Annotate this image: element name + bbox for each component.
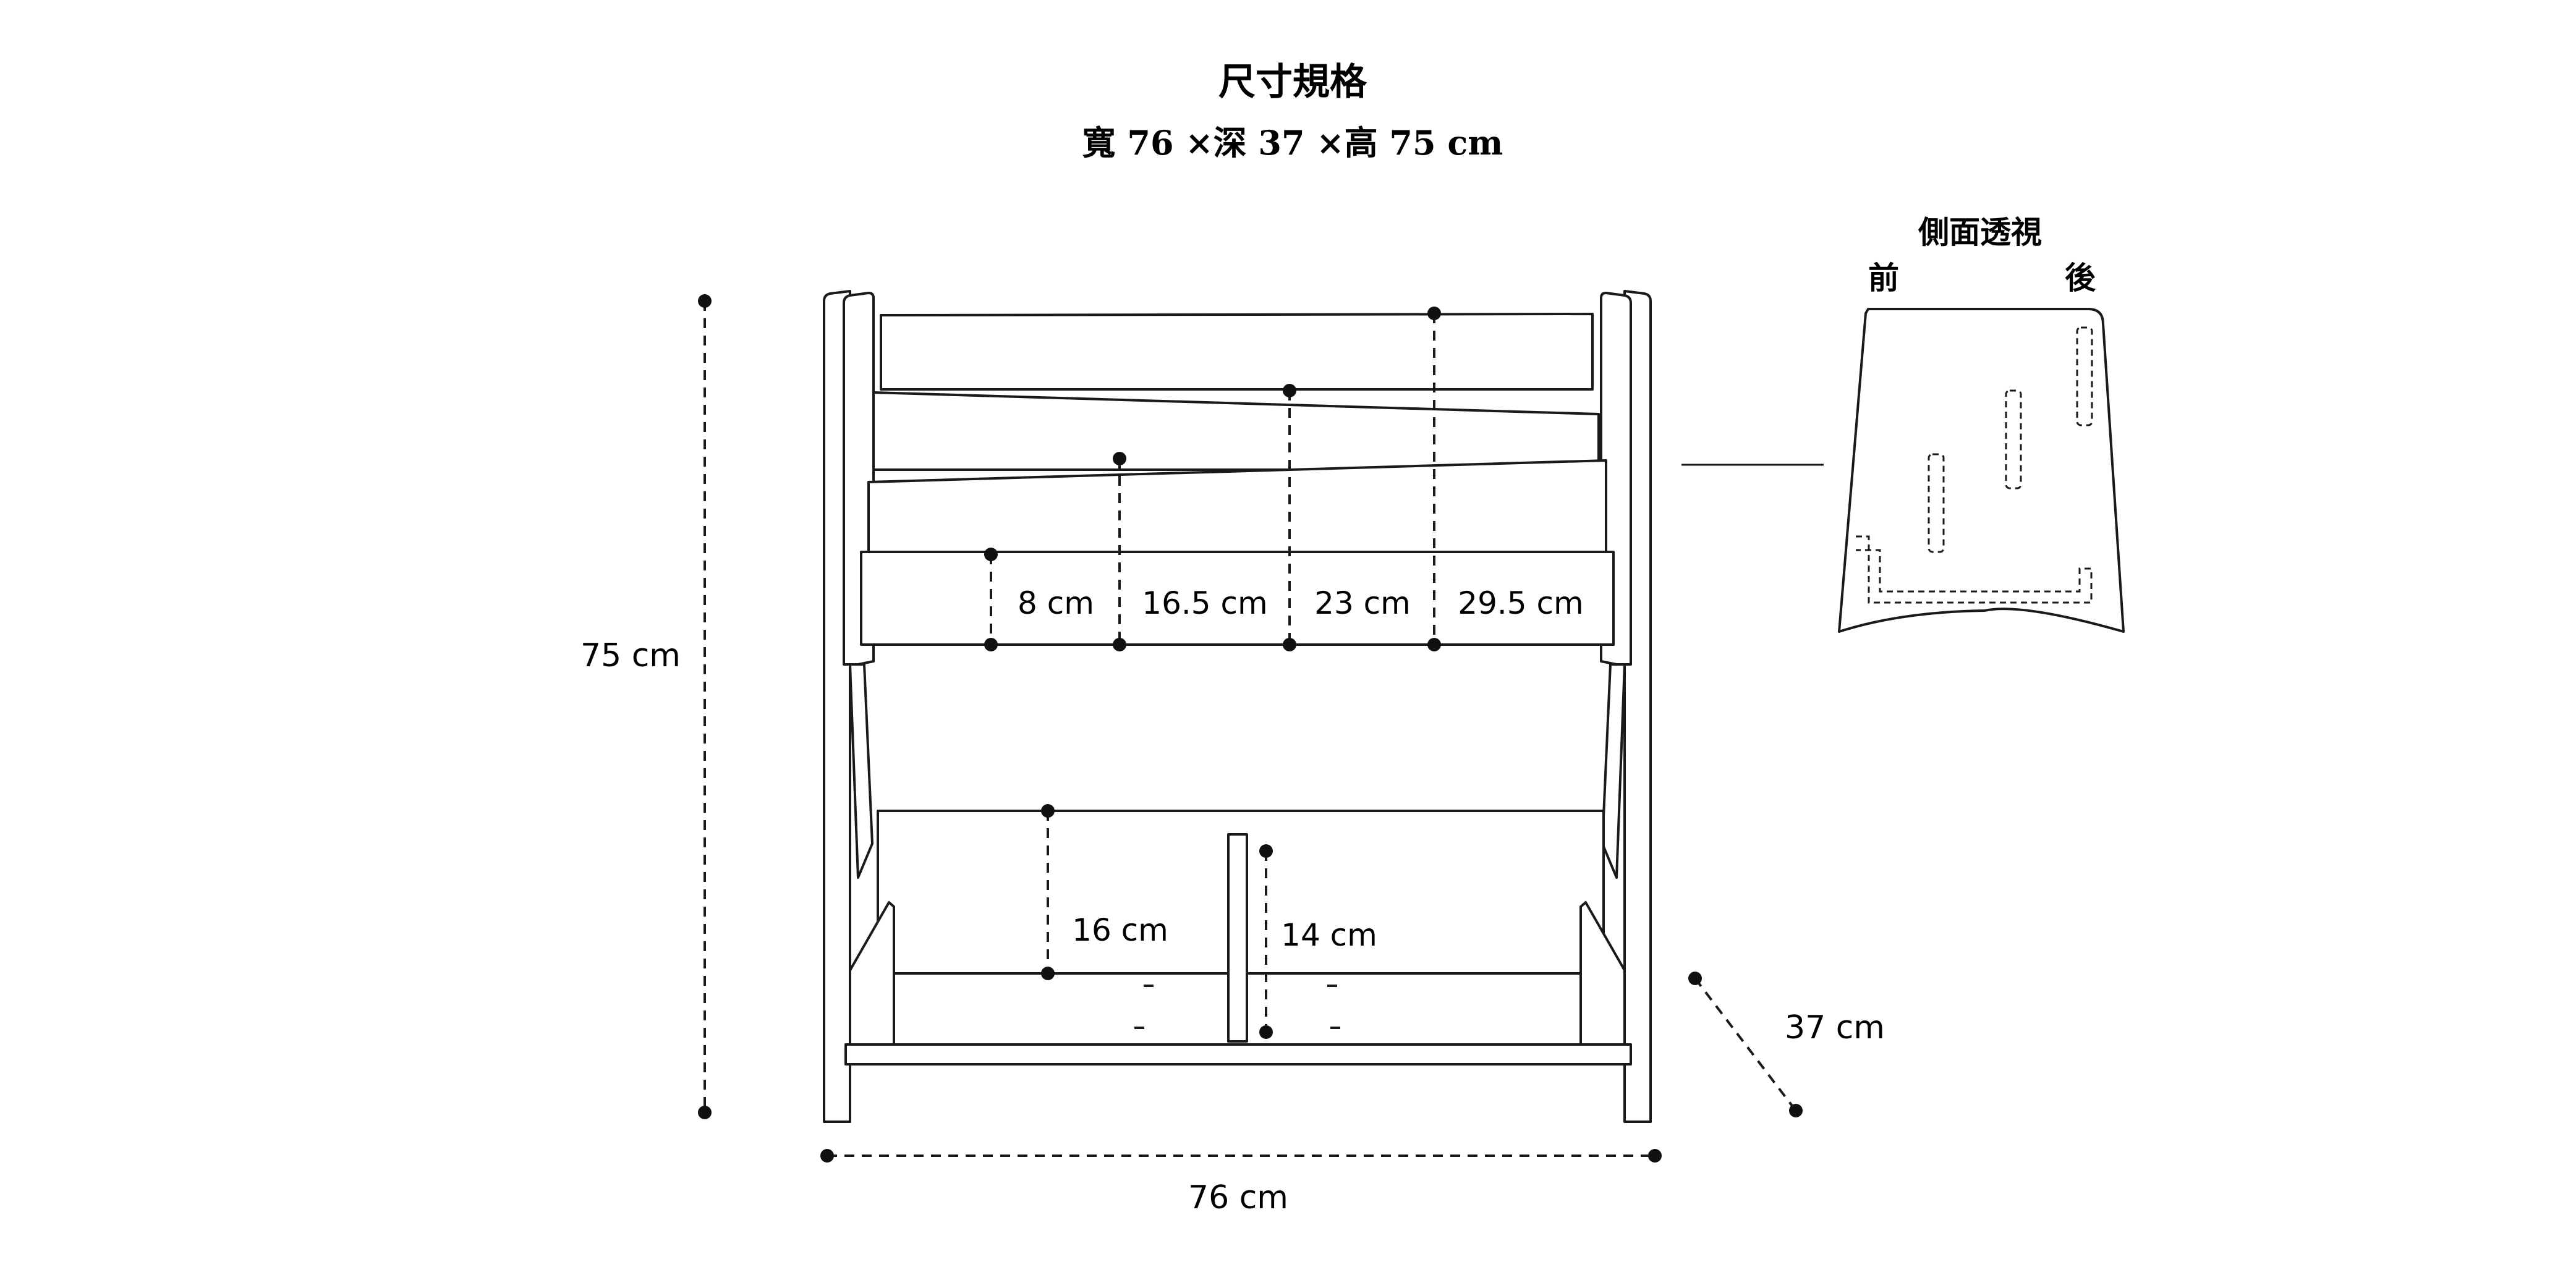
height-dimension <box>698 294 712 1119</box>
depth-dimension <box>1688 972 1803 1117</box>
width-dimension <box>820 1149 1662 1163</box>
bottom-base-board <box>844 1043 1632 1066</box>
right-lower-strut <box>1601 663 1626 879</box>
tier2-label: 16.5 cm <box>1142 585 1267 621</box>
width-label: 76 cm <box>1188 1179 1288 1216</box>
shelf-panel-front <box>860 551 1615 646</box>
lower-right-label: 14 cm <box>1281 917 1377 953</box>
shelf-front-view <box>823 290 1652 1123</box>
side-view-profile <box>1838 308 2125 633</box>
small-tick-marks <box>1134 985 1340 1029</box>
side-view-back-label: 後 <box>2065 260 2096 296</box>
center-divider <box>1227 833 1248 1043</box>
lower-left-label: 16 cm <box>1072 912 1168 948</box>
height-label: 75 cm <box>580 637 681 674</box>
lower-dimension-lines <box>1041 804 1273 1039</box>
overall-size-subtitle: 寬 76 ×深 37 ×高 75 cm <box>1082 123 1503 163</box>
left-lower-strut <box>849 663 874 879</box>
side-view-front-label: 前 <box>1868 260 1899 296</box>
tier4-label: 29.5 cm <box>1458 585 1583 621</box>
tier-dimension-lines <box>984 307 1441 651</box>
tier3-label: 23 cm <box>1314 585 1411 621</box>
shelf-panel-2 <box>872 391 1600 471</box>
tier1-label: 8 cm <box>1018 585 1094 621</box>
top-back-panel <box>880 313 1594 391</box>
lower-left-end-panel <box>849 901 895 1046</box>
shelf-panel-3 <box>867 459 1607 557</box>
page-title: 尺寸規格 <box>1218 61 1367 104</box>
side-view-title: 側面透視 <box>1918 214 2042 250</box>
depth-label: 37 cm <box>1785 1009 1885 1046</box>
